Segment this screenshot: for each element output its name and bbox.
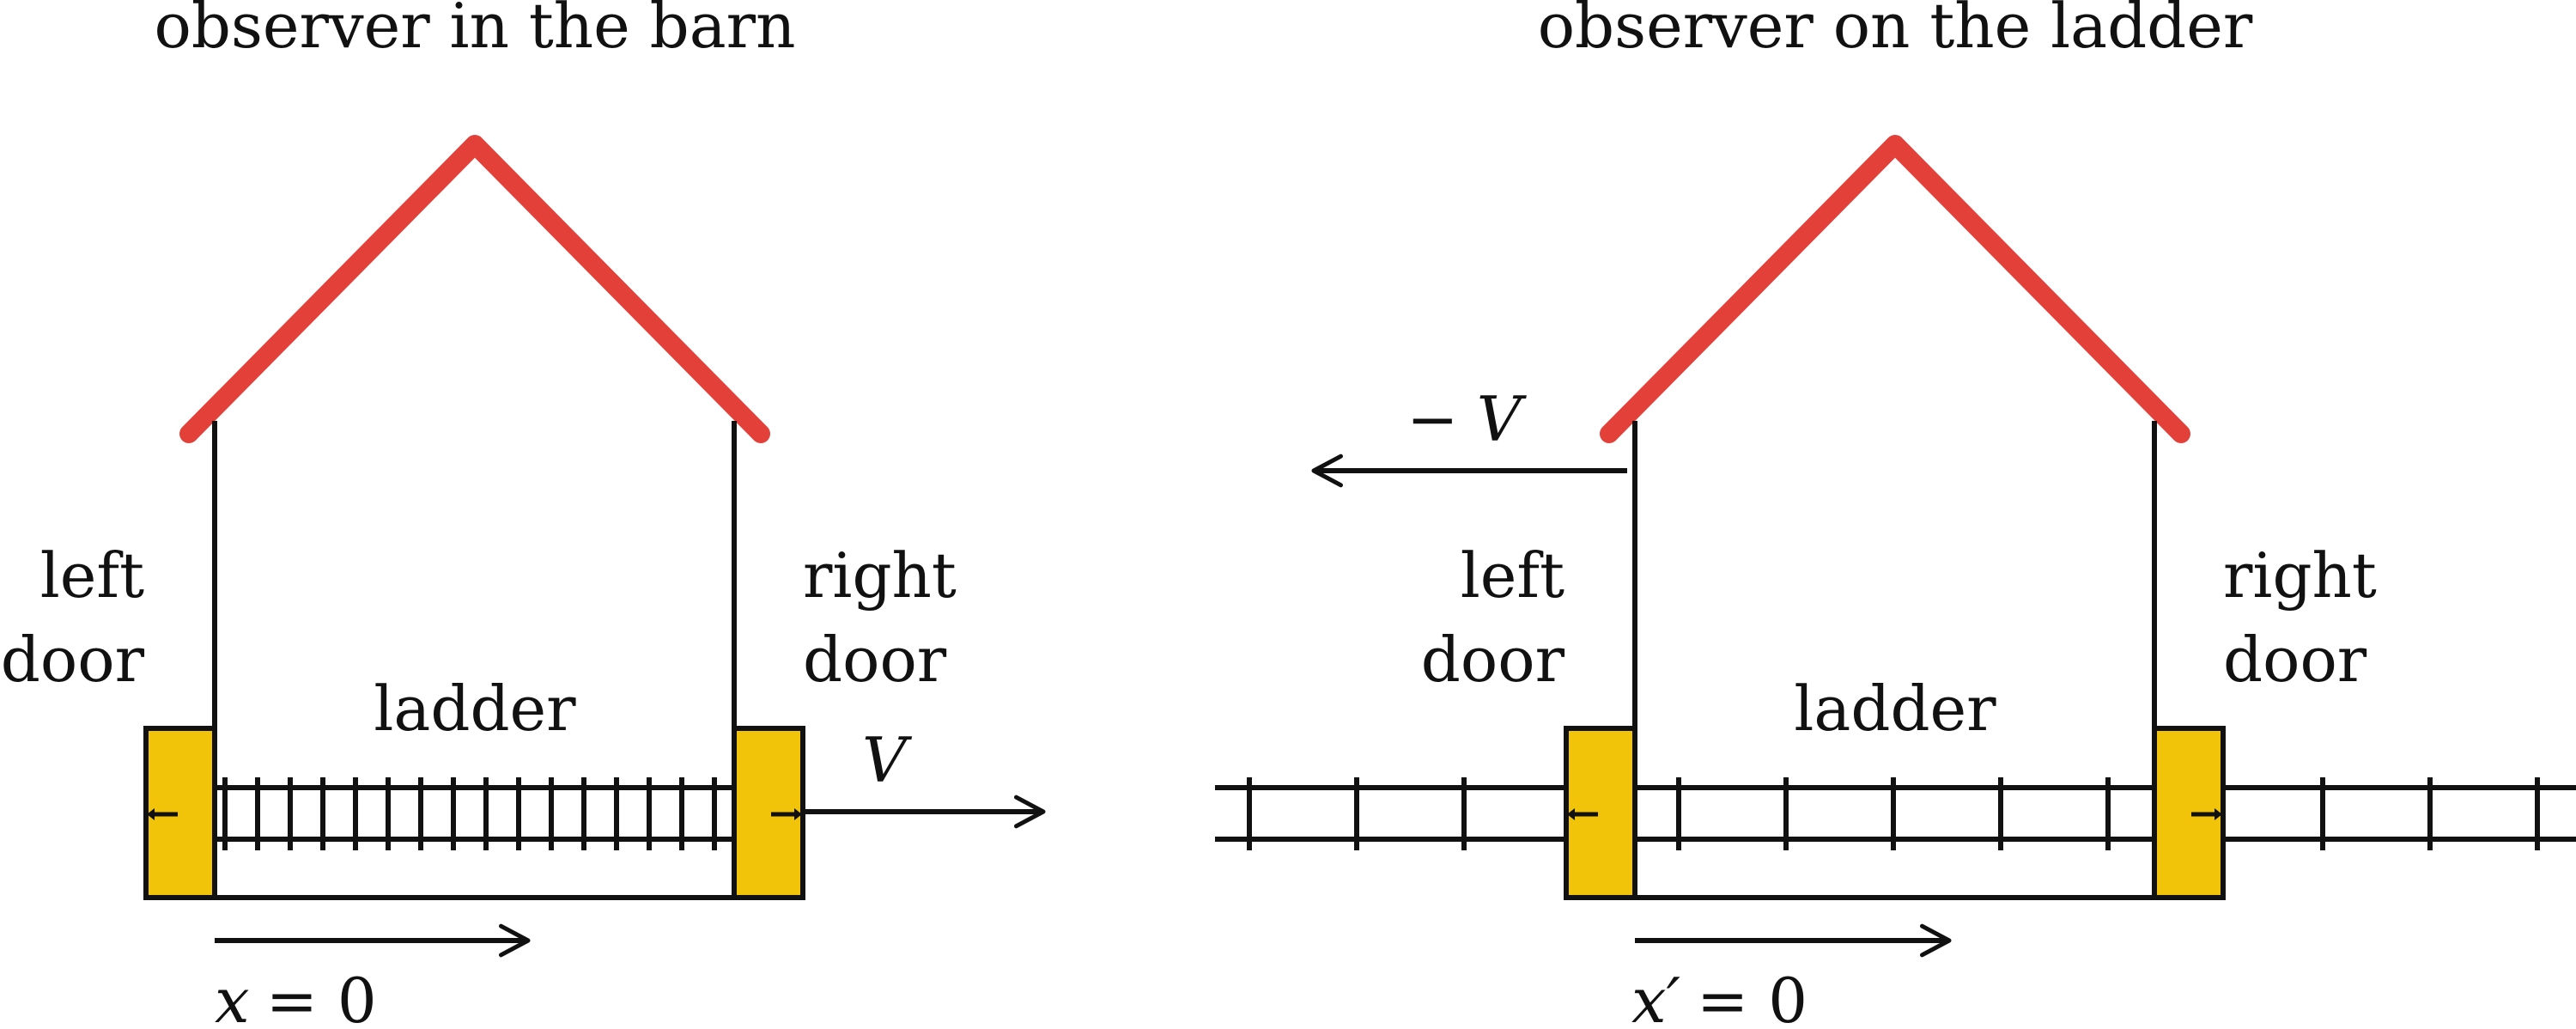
origin-eq: = 0	[266, 965, 377, 1029]
right-door-label-line2: door	[803, 624, 947, 696]
panel-observer-in-barn: observer in the barn	[1, 0, 1046, 1029]
panel-title: observer on the ladder	[1538, 0, 2253, 62]
left-door-label-line2: door	[1, 624, 145, 696]
ladder-rungs	[1247, 777, 2540, 850]
velocity-label: V	[862, 724, 913, 796]
ladder-label: ladder	[374, 673, 576, 745]
right-door	[2152, 726, 2226, 900]
velocity-sign: −	[1406, 383, 1458, 455]
origin-label: x′ = 0	[1631, 965, 1807, 1029]
left-door-label-line2: door	[1421, 624, 1565, 696]
left-door	[143, 726, 217, 900]
origin-label: x = 0	[215, 965, 377, 1029]
panel-title: observer in the barn	[155, 0, 796, 62]
panel-observer-on-ladder: observer on the ladder	[1215, 0, 2576, 1029]
left-door	[1564, 726, 1637, 900]
barn-roof	[1600, 135, 2190, 443]
right-door-label-line2: door	[2223, 624, 2367, 696]
ladder-label: ladder	[1794, 673, 1996, 745]
barn-roof	[179, 135, 770, 443]
right-door-label-line1: right	[803, 539, 957, 612]
left-door-label-line1: left	[1461, 539, 1564, 612]
ladder-rungs	[222, 777, 717, 850]
origin-var: x	[215, 965, 250, 1029]
origin-var: x′	[1631, 965, 1680, 1029]
origin-eq: = 0	[1697, 965, 1807, 1029]
right-door	[732, 726, 805, 900]
right-door-label-line1: right	[2223, 539, 2377, 612]
ladder	[215, 777, 734, 850]
velocity-symbol: V	[1477, 383, 1528, 455]
ladder	[1215, 777, 2576, 850]
velocity-label: − V	[1406, 383, 1527, 455]
left-door-label-line1: left	[40, 539, 144, 612]
